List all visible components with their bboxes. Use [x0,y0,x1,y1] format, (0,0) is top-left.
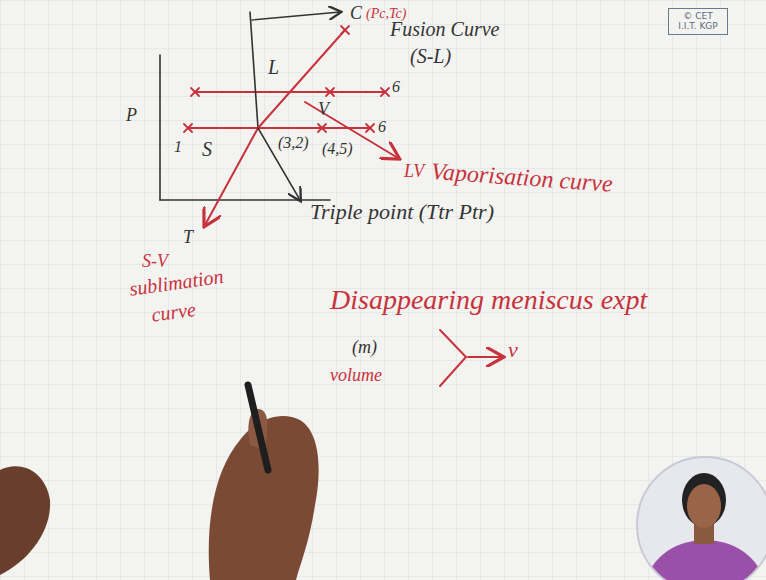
x-mark [341,26,349,34]
bracket [440,330,466,386]
x-mark [184,124,192,132]
handwritten-label: L [268,56,279,78]
x-mark [341,26,349,34]
pointer-arrow [252,12,340,20]
handwritten-label: T [183,228,193,248]
x-mark [191,88,199,96]
x-mark [381,88,389,96]
watermark-text: © CET I.I.T. KGP [673,11,723,32]
hand [0,466,50,575]
x-mark [326,88,334,96]
handwritten-label: (Pc,Tc) [366,6,406,21]
handwritten-label: S [202,138,212,160]
handwritten-label: 6 [378,118,386,136]
handwritten-label: C [350,4,362,24]
handwritten-label: v [508,338,518,362]
x-mark [381,88,389,96]
handwritten-label: P [126,106,137,126]
x-mark [318,124,326,132]
handwritten-label: Vaporisation curve [430,158,613,197]
pen [248,385,268,470]
handwritten-label: volume [330,366,382,386]
watermark-box: © CET I.I.T. KGP [668,8,728,35]
sublimation-curve [205,128,258,225]
p-axis [159,55,161,200]
arrow [468,356,502,358]
handwritten-label: (3,2) [278,134,309,152]
handwritten-label: (m) [352,338,377,358]
x-mark [318,124,326,132]
vaporisation-curve [258,30,345,128]
handwritten-label: curve [150,298,197,326]
handwritten-label: Disappearing meniscus expt [330,285,647,316]
fusion-curve [250,12,258,128]
handwritten-label: 6 [392,78,400,96]
handwritten-label: LV [404,162,424,182]
x-mark [366,124,374,132]
t-axis [160,199,330,201]
handwritten-label: Fusion Curve [390,18,499,40]
x-mark [191,88,199,96]
presenter-inset [630,450,766,580]
handwritten-label: (S-L) [410,45,451,67]
x-mark [184,124,192,132]
x-mark [366,124,374,132]
handwritten-label: V [318,100,329,120]
x-mark [326,88,334,96]
inset-frame [637,457,766,580]
handwritten-label: S-V [142,252,168,272]
handwritten-label: Triple point (Ttr Ptr) [310,200,494,224]
isobar-line [188,127,370,129]
handwritten-label: 1 [174,138,182,156]
handwritten-label: (4,5) [322,140,353,158]
